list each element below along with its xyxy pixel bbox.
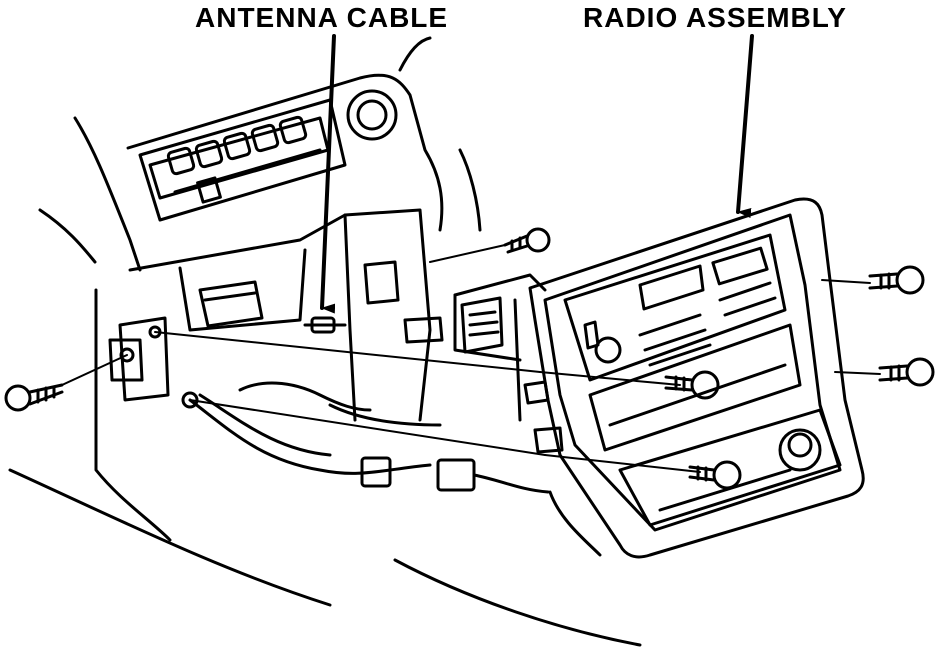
screws	[4, 227, 935, 490]
screw-right-lower	[878, 357, 935, 387]
radio-assembly-label: RADIO ASSEMBLY	[583, 2, 847, 33]
radio-cavity	[108, 208, 444, 422]
antenna-cable-wiring	[188, 316, 550, 494]
screw-left	[4, 383, 64, 412]
antenna-cable-label: ANTENNA CABLE	[195, 2, 449, 33]
leader-arrows	[320, 34, 754, 314]
screw-front-lower	[688, 460, 742, 490]
radio-assembly	[453, 197, 865, 559]
screw-front-upper	[664, 370, 720, 400]
climate-control-panel	[138, 89, 398, 222]
screw-alignment-lines	[61, 244, 881, 473]
dashboard-outline	[8, 36, 642, 647]
antenna-cable-leader	[320, 34, 336, 314]
screw-top-center	[503, 227, 551, 254]
radio-assembly-leader	[736, 34, 754, 219]
screw-right-upper	[868, 265, 925, 295]
